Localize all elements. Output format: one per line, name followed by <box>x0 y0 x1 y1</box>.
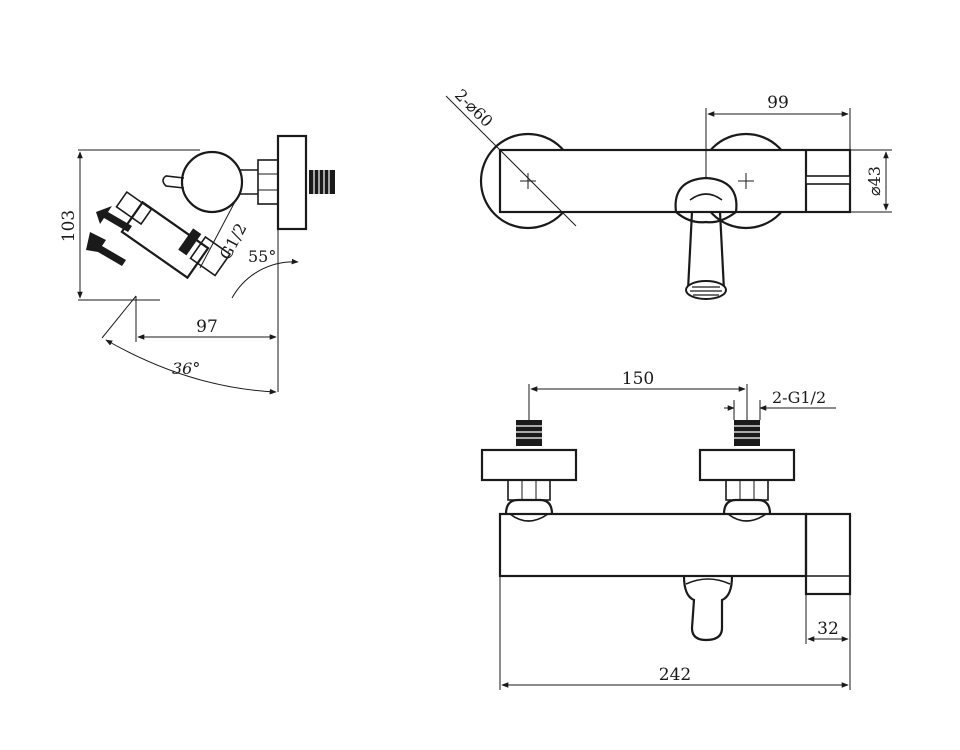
side-body-circle <box>180 150 244 214</box>
dim-side-height: 103 <box>59 210 79 242</box>
front-view: 150 2-G1/2 32 242 <box>480 369 852 690</box>
side-wall-flange <box>276 134 308 231</box>
dim-front-length: 242 <box>659 665 691 685</box>
dim-side-depth: 97 <box>196 317 218 337</box>
front-handle <box>804 512 852 596</box>
dim-front-centers: 150 <box>622 369 654 389</box>
dim-top-offset: 99 <box>767 93 789 113</box>
side-view: 103 97 G1/2 55° 36° <box>59 134 335 395</box>
dim-front-handle: 32 <box>817 619 839 639</box>
front-connection-left <box>480 420 578 522</box>
dim-angle-lever: 55° <box>248 247 276 266</box>
side-hex-nut <box>257 159 279 205</box>
front-spout <box>682 575 734 642</box>
flow-arrows-icon <box>86 206 132 266</box>
front-connection-right <box>698 420 796 522</box>
dim-top-body-dia: ⌀43 <box>865 166 884 196</box>
dim-angle-swing: 36° <box>172 359 200 378</box>
front-body <box>498 512 808 578</box>
dim-front-connections: 2-G1/2 <box>772 388 826 407</box>
top-spout <box>674 176 738 224</box>
top-view: 2-⌀60 99 ⌀43 <box>445 85 892 300</box>
dim-side-connection: G1/2 <box>216 220 251 263</box>
side-inlet-thread <box>309 170 335 194</box>
top-aerator <box>685 280 727 300</box>
